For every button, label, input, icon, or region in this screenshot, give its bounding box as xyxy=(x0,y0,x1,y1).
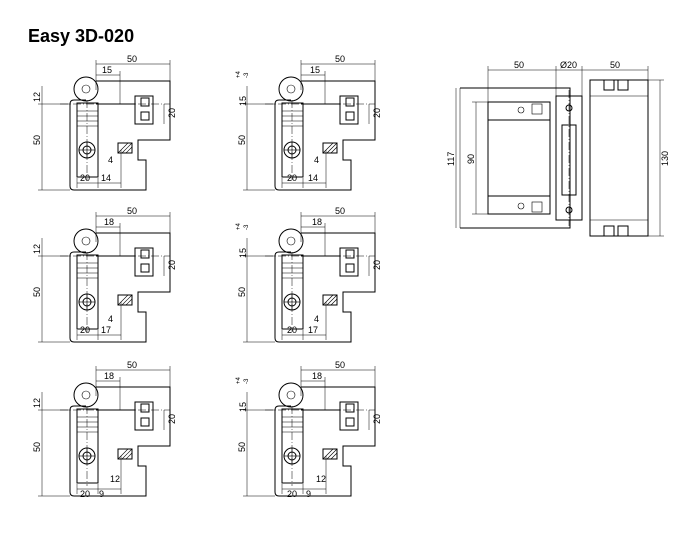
tolerance-lower: -3 xyxy=(244,72,250,78)
dim-bottom-left: 20 xyxy=(80,173,90,183)
dim-vert-left: 50 xyxy=(32,135,42,145)
dim-vert-top: 15 xyxy=(238,248,248,258)
drawing-title: Easy 3D-020 xyxy=(28,26,135,46)
dim-small: 4 xyxy=(314,314,319,324)
dim-top: 50 xyxy=(335,54,345,64)
tolerance-lower: -3 xyxy=(244,378,250,384)
dim-bottom-right: 9 xyxy=(99,489,104,499)
dim-vert-right: 20 xyxy=(372,414,382,424)
detail-view-d: 50 18 15 +4 -3 50 20 20 17 4 xyxy=(236,206,382,343)
dim-offset: 15 xyxy=(310,65,320,75)
detail-view-f: 50 18 15 +4 -3 50 20 20 9 12 xyxy=(236,360,382,499)
dim-vert-top: 15 xyxy=(238,402,248,412)
dim-height-total: 117 xyxy=(446,152,456,166)
dim-top: 50 xyxy=(127,206,137,216)
dim-bottom-right: 17 xyxy=(101,325,111,335)
dim-bottom-right: 14 xyxy=(308,173,318,183)
dim-vert-left: 50 xyxy=(237,287,247,297)
dim-bottom-right: 9 xyxy=(306,489,311,499)
dim-top: 50 xyxy=(127,360,137,370)
dim-width-right: 50 xyxy=(610,60,620,70)
dim-diameter: Ø20 xyxy=(560,60,577,70)
dim-vert-top: 15 xyxy=(238,96,248,106)
dim-offset: 18 xyxy=(312,217,322,227)
dim-top: 50 xyxy=(335,206,345,216)
tolerance-upper: +4 xyxy=(236,376,242,384)
dim-vert-right: 20 xyxy=(167,260,177,270)
dim-vert-right: 20 xyxy=(372,108,382,118)
dim-offset: 15 xyxy=(102,65,112,75)
dim-vert-top: 12 xyxy=(32,244,42,254)
dim-vert-right: 20 xyxy=(167,414,177,424)
dim-vert-left: 50 xyxy=(237,442,247,452)
dim-width-left: 50 xyxy=(514,60,524,70)
tolerance-lower: -3 xyxy=(244,224,250,230)
dim-offset: 18 xyxy=(312,371,322,381)
dim-height-inner: 90 xyxy=(466,154,476,164)
dim-small: 4 xyxy=(108,155,113,165)
dim-vert-top: 12 xyxy=(32,398,42,408)
tolerance-upper: +4 xyxy=(236,222,242,230)
tolerance-upper: +4 xyxy=(236,70,242,78)
dim-offset: 18 xyxy=(104,217,114,227)
dim-bottom-left: 20 xyxy=(287,489,297,499)
dim-bottom-left: 20 xyxy=(287,173,297,183)
dim-bottom-right: 14 xyxy=(101,173,111,183)
dim-small: 4 xyxy=(108,314,113,324)
detail-view-b: 50 15 15 +4 -3 50 20 20 14 4 xyxy=(236,54,382,191)
dim-small: 12 xyxy=(316,474,326,484)
dim-small: 12 xyxy=(110,474,120,484)
dim-bottom-left: 20 xyxy=(287,325,297,335)
dim-vert-right: 20 xyxy=(372,260,382,270)
dim-vert-right: 20 xyxy=(167,108,177,118)
dim-bottom-right: 17 xyxy=(308,325,318,335)
dim-vert-left: 50 xyxy=(32,442,42,452)
dim-vert-left: 50 xyxy=(32,287,42,297)
dim-vert-top: 12 xyxy=(32,92,42,102)
dim-height-right: 130 xyxy=(660,151,670,166)
dim-vert-left: 50 xyxy=(237,135,247,145)
front-view: 50 Ø20 50 117 90 130 xyxy=(446,60,670,237)
detail-view-c: 50 18 12 50 20 20 17 4 xyxy=(32,206,177,343)
detail-view-e: 50 18 12 50 20 20 9 12 xyxy=(32,360,177,499)
dim-bottom-left: 20 xyxy=(80,325,90,335)
dim-top: 50 xyxy=(335,360,345,370)
detail-view-a: 50 15 12 50 20 20 14 4 xyxy=(32,54,177,191)
dim-small: 4 xyxy=(314,155,319,165)
dim-offset: 18 xyxy=(104,371,114,381)
dim-top: 50 xyxy=(127,54,137,64)
dim-bottom-left: 20 xyxy=(80,489,90,499)
